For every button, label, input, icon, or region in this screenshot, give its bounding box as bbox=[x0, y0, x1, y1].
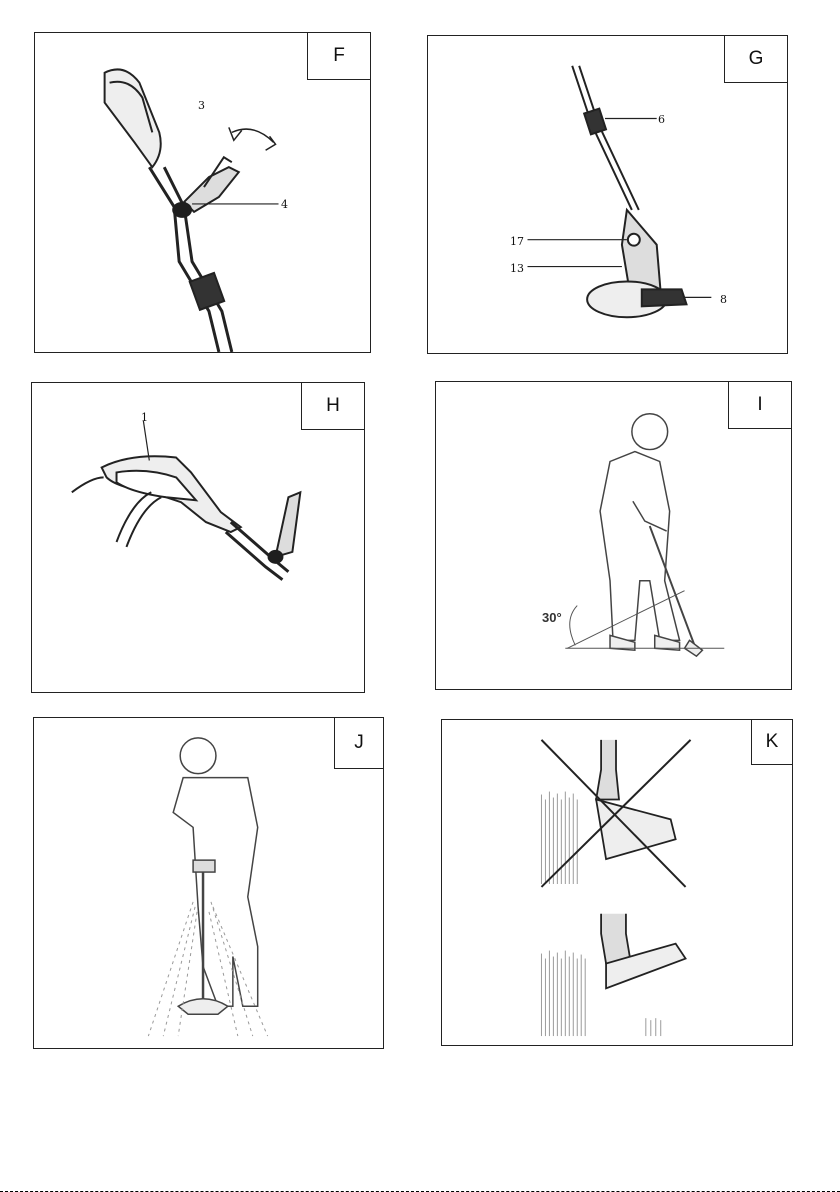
figure-tag-j: J bbox=[334, 717, 384, 769]
callout-3: 3 bbox=[198, 99, 205, 112]
figure-k-panel: K bbox=[441, 719, 793, 1046]
callout-8: 8 bbox=[720, 293, 727, 306]
figure-tag-i: I bbox=[728, 381, 792, 429]
figure-j-panel: J bbox=[33, 717, 384, 1049]
figure-g-illustration bbox=[428, 36, 787, 353]
callout-6: 6 bbox=[658, 113, 665, 126]
angle-label: 30° bbox=[542, 610, 562, 625]
figure-f-illustration bbox=[35, 33, 370, 352]
figure-i-panel: 30° I bbox=[435, 381, 792, 690]
callout-1: 1 bbox=[141, 411, 148, 424]
figure-tag-f: F bbox=[307, 32, 371, 80]
figure-g-panel: 6 17 13 8 G bbox=[427, 35, 788, 354]
figure-tag-k: K bbox=[751, 719, 793, 765]
figure-tag-g: G bbox=[724, 35, 788, 83]
callout-17: 17 bbox=[510, 235, 524, 248]
figure-j-illustration bbox=[34, 718, 383, 1048]
callout-4: 4 bbox=[281, 198, 288, 211]
figure-f-panel: 3 4 F bbox=[34, 32, 371, 353]
figure-tag-h: H bbox=[301, 382, 365, 430]
figure-k-illustration bbox=[442, 720, 792, 1045]
callout-13: 13 bbox=[510, 262, 524, 275]
figure-h-panel: 1 H bbox=[31, 382, 365, 693]
